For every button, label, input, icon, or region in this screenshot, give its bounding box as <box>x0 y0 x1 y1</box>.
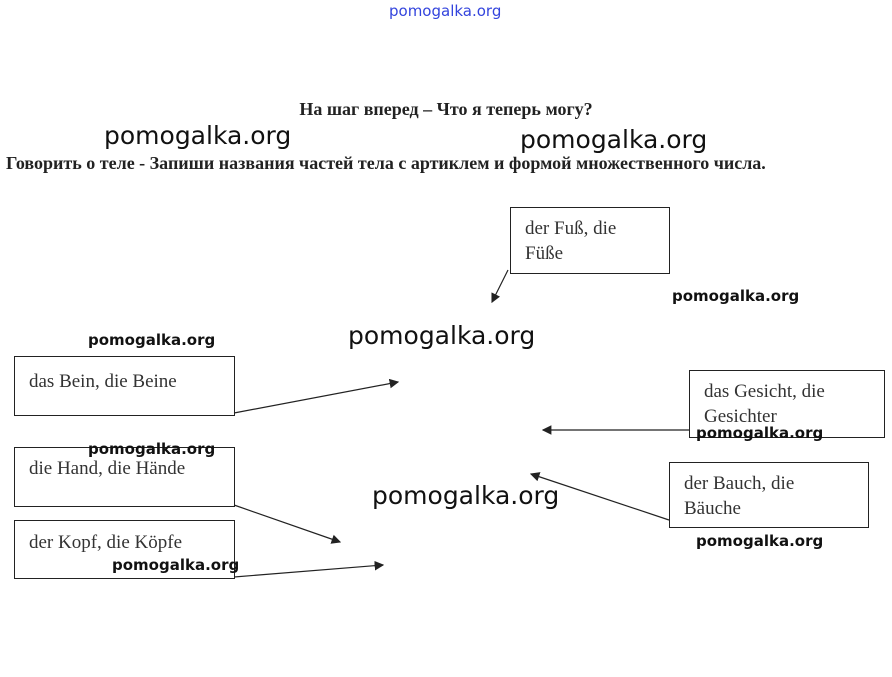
label-box-bein: das Bein, die Beine <box>14 356 235 416</box>
arrow-fuss <box>491 269 509 304</box>
watermark: pomogalka.org <box>389 2 502 20</box>
arrow-bauch <box>529 472 670 521</box>
label-box-hand: die Hand, die Hände <box>14 447 235 507</box>
label-box-gesicht: das Gesicht, die Gesichter <box>689 370 885 438</box>
arrow-kopf <box>233 560 385 578</box>
watermark: pomogalka.org <box>104 121 292 150</box>
watermark: pomogalka.org <box>696 424 824 442</box>
watermark: pomogalka.org <box>372 481 560 510</box>
label-box-kopf: der Kopf, die Köpfe <box>14 520 235 579</box>
watermark: pomogalka.org <box>520 125 708 154</box>
watermark: pomogalka.org <box>696 532 824 550</box>
watermark: pomogalka.org <box>348 321 536 350</box>
watermark: pomogalka.org <box>88 440 216 458</box>
label-box-bauch: der Bauch, die Bäuche <box>669 462 869 528</box>
instruction-text: Говорить о теле - Запиши названия частей… <box>6 153 766 173</box>
label-box-fuss: der Fuß, die Füße <box>510 207 670 274</box>
watermark: pomogalka.org <box>88 331 216 349</box>
arrow-bein <box>233 378 400 414</box>
section-heading: На шаг вперед – Что я теперь могу? <box>299 99 593 119</box>
watermark: pomogalka.org <box>672 287 800 305</box>
arrow-hand <box>233 504 342 544</box>
watermark: pomogalka.org <box>112 556 240 574</box>
